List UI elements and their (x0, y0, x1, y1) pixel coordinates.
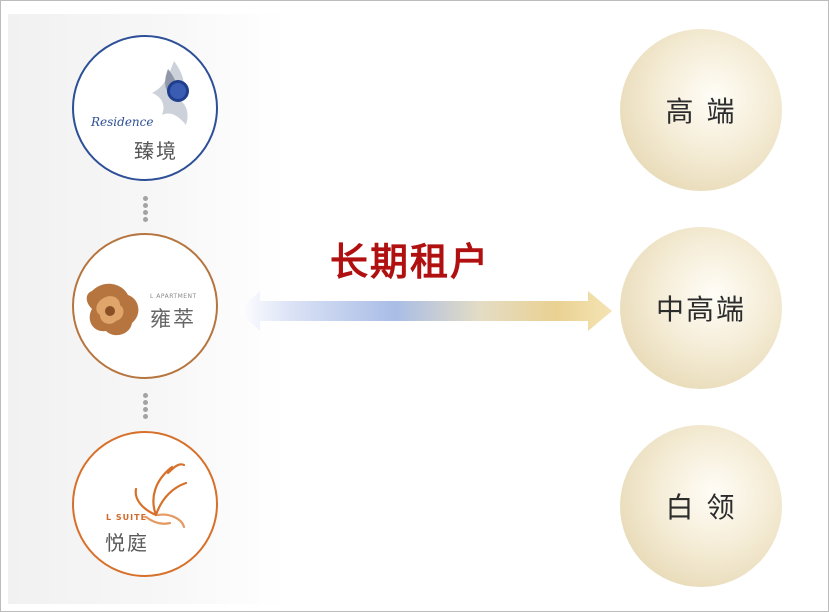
brand-name-yueting: 悦庭 (105, 531, 149, 555)
segment-label: 中高端 (655, 293, 746, 326)
suite-subtitle: L SUITE (106, 513, 148, 522)
brand-name-yongcui: 雍萃 (150, 307, 196, 331)
brand-logo-residence: Residence 臻境 (72, 35, 218, 181)
long-term-tenants-label: 长期租户 (330, 239, 491, 284)
connector-dots (143, 196, 149, 224)
segment-white-collar: 白 领 (620, 425, 782, 587)
apartment-subtitle: L APARTMENT (150, 293, 197, 300)
apartment-emblem-icon (86, 283, 139, 336)
brand-name-zhenjing: 臻境 (134, 139, 178, 163)
segment-label: 白 领 (665, 491, 737, 524)
residence-emblem-icon (152, 61, 189, 125)
residence-script-text: Residence (91, 115, 154, 129)
brand-logo-suite: L SUITE 悦庭 (72, 431, 218, 577)
double-arrow-icon (238, 291, 612, 331)
segment-high-end: 高 端 (620, 29, 782, 191)
butterfly-icon (134, 463, 188, 529)
segment-label: 高 端 (665, 95, 737, 128)
segment-mid-high: 中高端 (620, 227, 782, 389)
brand-logo-apartment: L APARTMENT 雍萃 (72, 233, 218, 379)
connector-dots (143, 393, 149, 421)
